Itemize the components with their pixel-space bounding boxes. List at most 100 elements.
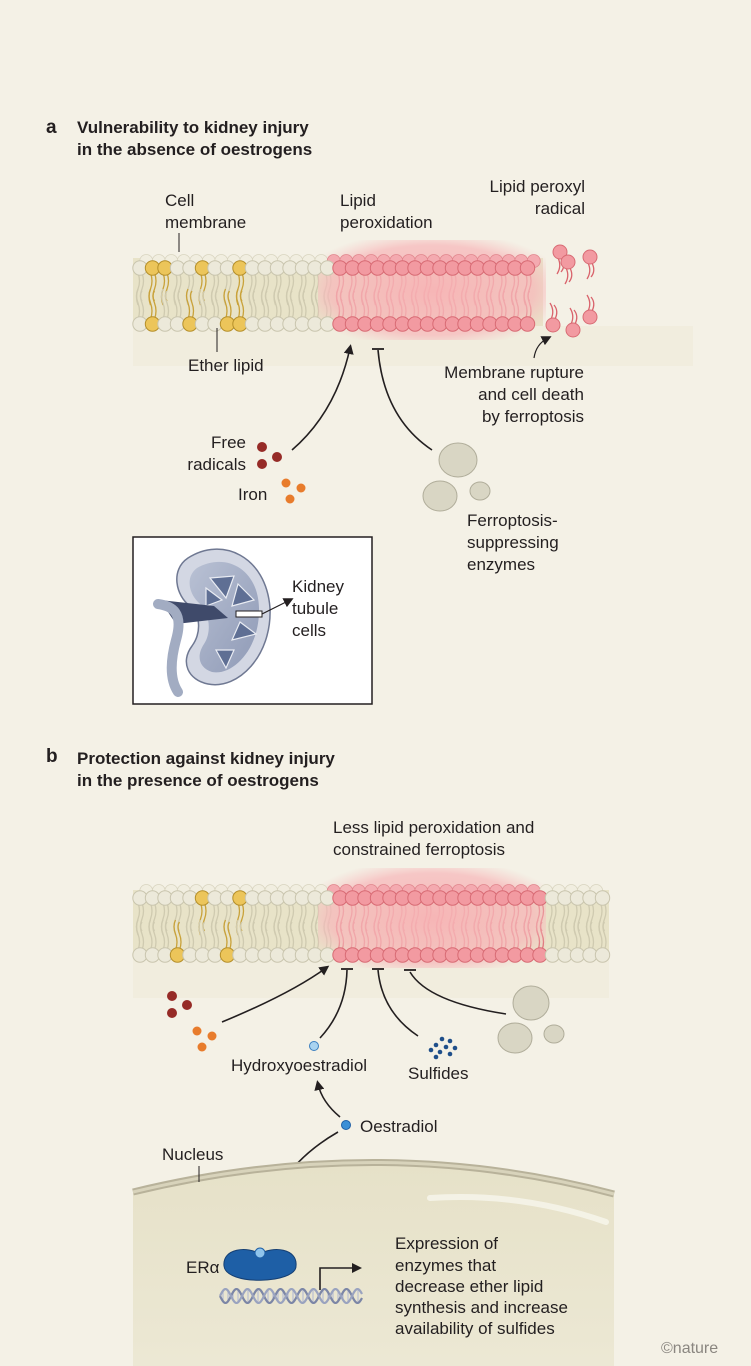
label-expression-5: availability of sulfides xyxy=(395,1319,555,1338)
lipid-tail xyxy=(214,921,220,951)
lipid-tail xyxy=(139,290,145,320)
lipid-tail xyxy=(160,919,166,951)
label-membrane-rupture-2: and cell death xyxy=(478,385,584,404)
lipid-tail xyxy=(273,919,278,951)
hydroxyoestradiol-molecule xyxy=(309,1041,319,1051)
radical-tail xyxy=(586,294,591,312)
lipid-tail xyxy=(289,921,295,951)
label-membrane-rupture-1: Membrane rupture xyxy=(444,363,584,382)
lipid-tail xyxy=(302,921,307,951)
lipid-tail xyxy=(173,919,178,951)
lipid-tail xyxy=(310,919,316,951)
panel-a-title-line2: in the absence of oestrogens xyxy=(77,140,313,159)
lipid-tail xyxy=(148,288,153,320)
lipid-tail xyxy=(202,290,207,320)
transcription-arrow xyxy=(319,1263,362,1290)
lipid-tail xyxy=(177,921,182,951)
lipid-tail xyxy=(164,290,170,320)
lipid-tail xyxy=(289,290,295,320)
label-expression-3: decrease ether lipid xyxy=(395,1277,544,1296)
lipid-head xyxy=(594,890,611,906)
lipid-tail xyxy=(227,290,232,320)
label-less-peroxidation-1: Less lipid peroxidation and xyxy=(333,818,535,837)
nucleus xyxy=(132,1159,615,1366)
lipid-tail xyxy=(589,921,595,951)
lipid-tail xyxy=(252,921,257,951)
label-cell-membrane-2: membrane xyxy=(165,213,247,232)
lipid-tail xyxy=(160,288,166,320)
lipid-tail xyxy=(239,290,245,320)
lipid-tail xyxy=(177,290,182,320)
membrane-a-heads xyxy=(132,254,541,332)
lipid-tail xyxy=(235,288,241,320)
label-membrane-rupture-3: by ferroptosis xyxy=(481,407,584,426)
lipid-peroxyl-radical xyxy=(582,309,598,325)
lipid-tail xyxy=(577,921,582,951)
membrane-b xyxy=(132,868,611,998)
lipid-peroxyl-radical xyxy=(565,322,581,338)
lipid-tail xyxy=(198,288,203,320)
radical-tail xyxy=(590,262,595,278)
label-oestradiol: Oestradiol xyxy=(360,1117,438,1136)
oestradiol-molecule xyxy=(341,1120,351,1130)
lipid-tail xyxy=(277,290,282,320)
kidney-inset xyxy=(132,536,373,705)
lipid-head xyxy=(594,947,611,963)
label-hydroxyoestradiol: Hydroxyoestradiol xyxy=(231,1056,368,1075)
enzymes-b xyxy=(497,985,565,1054)
lipid-peroxyl-radical xyxy=(582,249,598,265)
lipid-tail xyxy=(548,919,553,951)
lipid-tail xyxy=(185,919,191,951)
lipid-head xyxy=(519,260,536,276)
label-less-peroxidation-2: constrained ferroptosis xyxy=(333,840,505,859)
iron-a xyxy=(281,478,306,504)
label-ether-lipid: Ether lipid xyxy=(188,356,264,375)
era-receptor xyxy=(223,1247,297,1281)
nature-credit: ©nature xyxy=(661,1340,719,1357)
radical-tail xyxy=(573,309,578,325)
lipid-tail xyxy=(198,919,203,951)
lipid-tail xyxy=(148,919,153,951)
radical-tail xyxy=(556,257,561,275)
label-expression-2: enzymes that xyxy=(395,1256,497,1275)
panel-b-letter: b xyxy=(46,746,58,767)
radical-tail xyxy=(590,296,595,312)
lipid-tail xyxy=(273,288,278,320)
lipid-tail xyxy=(264,921,270,951)
lipid-tail xyxy=(285,288,291,320)
free-radicals-a xyxy=(257,442,282,469)
label-lipid-peroxidation-1: Lipid xyxy=(340,191,376,210)
label-lipid-peroxyl-1: Lipid peroxyl xyxy=(489,177,585,196)
radical-tail xyxy=(568,267,573,283)
label-expression-4: synthesis and increase xyxy=(395,1298,568,1317)
lipid-tail xyxy=(264,290,270,320)
inhibition-line-a xyxy=(377,349,433,451)
lipid-peroxyl-radical xyxy=(560,254,576,270)
lipid-tail xyxy=(135,919,141,951)
lipid-tail xyxy=(164,921,170,951)
radical-tail xyxy=(564,267,569,285)
enzymes-a xyxy=(422,442,491,512)
lipid-tail xyxy=(214,290,220,320)
panel-b-title-line2: in the presence of oestrogens xyxy=(77,771,319,790)
lipid-tail xyxy=(252,290,257,320)
panel-b-title-line1: Protection against kidney injury xyxy=(77,749,335,768)
label-free-radicals-1: Free xyxy=(211,433,246,452)
lipid-peroxyl-radical xyxy=(552,244,568,260)
lipid-head xyxy=(519,316,536,332)
label-iron: Iron xyxy=(238,485,268,504)
panel-a-letter: a xyxy=(46,117,57,138)
lipid-tail xyxy=(189,921,195,951)
label-free-radicals-2: radicals xyxy=(187,455,246,474)
label-cell-membrane-1: Cell xyxy=(165,191,195,210)
iron-b xyxy=(192,1026,217,1052)
lipid-peroxyl-radical xyxy=(545,317,561,333)
lipid-tail xyxy=(285,919,291,951)
radical-tail xyxy=(586,262,591,280)
lipid-tail xyxy=(552,921,557,951)
label-lipid-peroxyl-2: radical xyxy=(534,199,585,218)
lipid-tail xyxy=(152,290,157,320)
radical-tail xyxy=(549,302,554,320)
oestradiol-to-hydroxy-arrow xyxy=(314,1080,341,1118)
